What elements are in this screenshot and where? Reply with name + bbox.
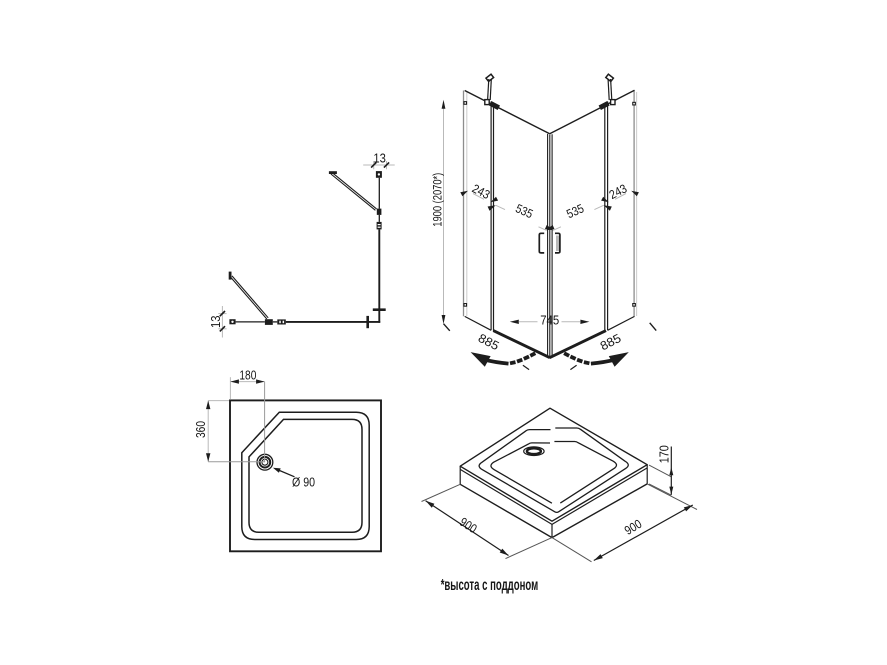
svg-text:180: 180 [239, 369, 256, 383]
svg-text:170: 170 [656, 445, 671, 463]
svg-text:13: 13 [373, 151, 386, 165]
svg-text:885: 885 [598, 331, 624, 353]
svg-text:745: 745 [540, 312, 559, 327]
svg-text:1900 (2070*): 1900 (2070*) [432, 173, 444, 227]
svg-text:535: 535 [513, 201, 535, 221]
svg-text:Ø 90: Ø 90 [292, 475, 315, 490]
svg-text:535: 535 [564, 201, 586, 221]
svg-text:243: 243 [470, 181, 493, 202]
svg-text:900: 900 [457, 515, 479, 536]
svg-text:13: 13 [209, 316, 223, 329]
svg-text:243: 243 [607, 181, 630, 202]
svg-text:885: 885 [476, 331, 502, 353]
svg-text:*высота с поддоном: *высота с поддоном [441, 577, 539, 594]
svg-text:360: 360 [194, 421, 208, 438]
